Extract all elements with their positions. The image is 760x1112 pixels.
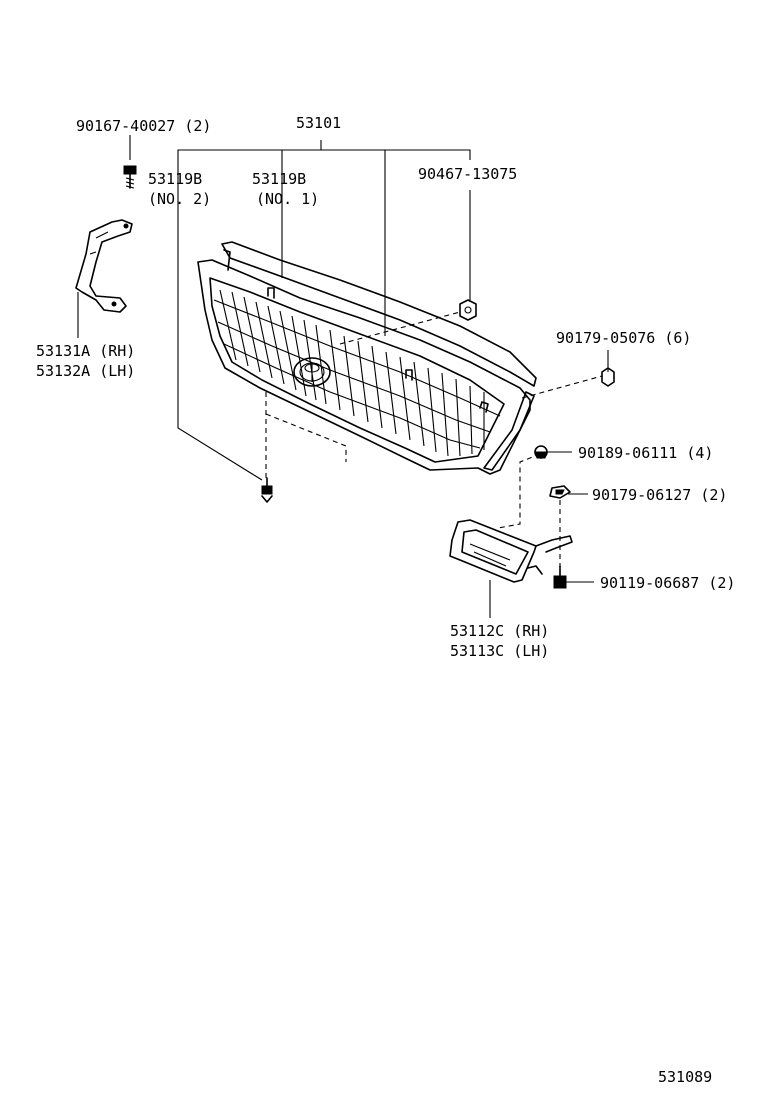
label-clip-no2-note: (NO. 2) [148, 190, 211, 208]
labels: 90167-40027 (2) 53101 53119B (NO. 2) 531… [36, 114, 735, 1086]
clip [534, 445, 548, 459]
label-clip-no2-part: 53119B [148, 170, 202, 188]
label-screw-top: 90167-40027 (2) [76, 117, 211, 135]
bolt [553, 565, 567, 589]
label-bracket-rh: 53131A (RH) [36, 342, 135, 360]
nut [549, 485, 571, 499]
label-bolt-lamp: 90119-06687 (2) [600, 574, 735, 592]
label-clip-lamp: 90189-06111 (4) [578, 444, 713, 462]
label-cover-lh: 53113C (LH) [450, 642, 549, 660]
nut [601, 367, 615, 387]
figure-number: 531089 [658, 1068, 712, 1086]
label-nut-lamp: 90179-06127 (2) [592, 486, 727, 504]
clip [261, 477, 273, 503]
label-nut-right: 90179-05076 (6) [556, 329, 691, 347]
label-grille-assy: 53101 [296, 114, 341, 132]
toyota-emblem [293, 357, 331, 387]
label-cover-rh: 53112C (RH) [450, 622, 549, 640]
radiator-grille [197, 241, 537, 475]
label-nut-grille: 90467-13075 [418, 165, 517, 183]
screw [123, 165, 137, 189]
label-clip-no1-part: 53119B [252, 170, 306, 188]
fog-lamp-cover [449, 519, 573, 583]
label-clip-no1-note: (NO. 1) [256, 190, 319, 208]
label-bracket-lh: 53132A (LH) [36, 362, 135, 380]
leader-lines [77, 135, 609, 618]
grille-bracket [75, 219, 133, 313]
nut [459, 299, 477, 321]
